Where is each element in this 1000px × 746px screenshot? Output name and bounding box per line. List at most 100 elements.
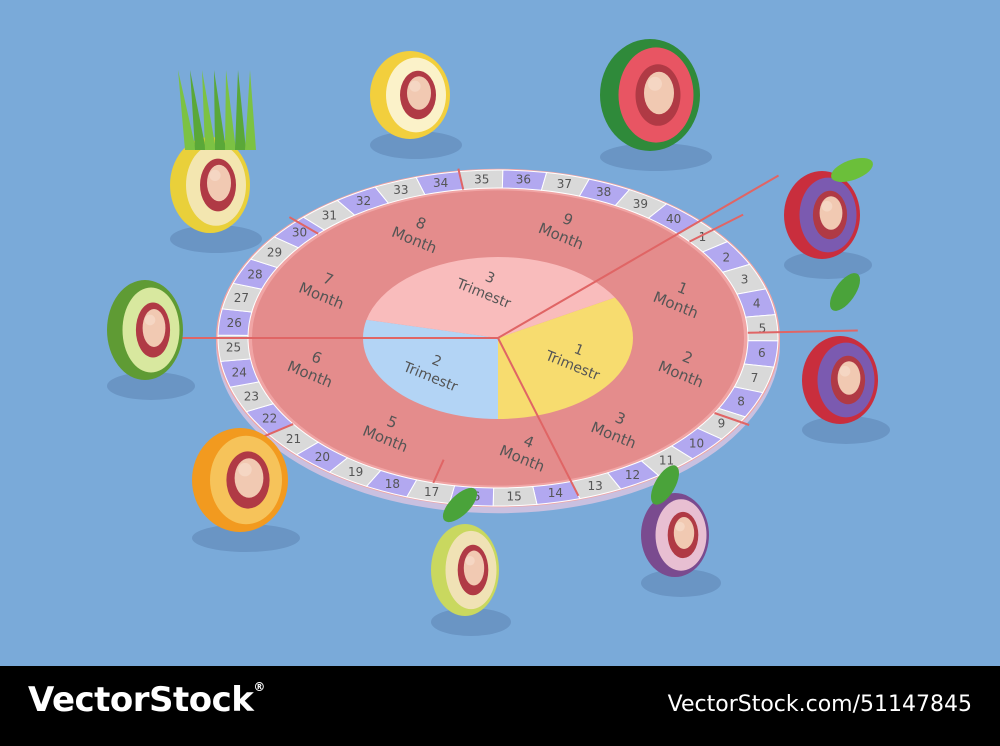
fruit-shadow <box>192 524 300 552</box>
week-label: 37 <box>557 177 572 191</box>
week-label: 39 <box>633 197 648 211</box>
orange-fruit <box>192 428 288 532</box>
week-label: 17 <box>424 485 439 499</box>
embryo-head <box>675 521 685 532</box>
week-label: 6 <box>758 346 766 360</box>
week-label: 4 <box>753 297 761 311</box>
trimester-1-sector <box>498 297 633 419</box>
week-label: 21 <box>286 432 301 446</box>
embryo-head <box>648 76 662 91</box>
week-label: 32 <box>356 194 371 208</box>
fruit-shadow <box>802 416 890 444</box>
registered-mark: ® <box>253 680 265 694</box>
week-label: 22 <box>262 412 277 426</box>
week-label: 38 <box>596 185 611 199</box>
week-label: 40 <box>666 212 681 226</box>
pineapple-fruit <box>170 137 250 233</box>
divider-line <box>497 174 780 339</box>
embryo-head <box>238 462 252 477</box>
week-label: 2 <box>723 250 731 264</box>
plum-fruit <box>641 493 709 577</box>
pineapple-crown <box>214 70 226 150</box>
pineapple-crown <box>225 70 236 150</box>
embryo <box>207 164 231 202</box>
trimester-2-sector <box>363 319 498 419</box>
fruits-layer <box>107 39 878 616</box>
week-label: 26 <box>227 316 242 330</box>
pineapple-crown <box>178 70 196 150</box>
fruit-shadow <box>170 225 262 253</box>
week-label: 20 <box>315 450 330 464</box>
embryo <box>234 458 264 498</box>
brand-text: VectorStock <box>28 680 254 720</box>
week-label: 28 <box>247 268 262 282</box>
pregnancy-wheel: 1234567891011121314151617181920212223242… <box>118 168 858 514</box>
week-label: 9 <box>718 416 726 430</box>
week-label: 33 <box>393 183 408 197</box>
pineapple-crown <box>245 70 256 150</box>
fruit-shadow <box>784 251 872 279</box>
cherry-fruit <box>802 336 878 424</box>
leaf-icon <box>442 487 478 523</box>
divider-line <box>689 213 744 243</box>
embryo-head <box>821 200 833 212</box>
fruit-shadow <box>431 608 511 636</box>
vectorstock-logo[interactable]: VectorStock® <box>28 680 265 720</box>
divider-line <box>497 337 580 497</box>
week-label: 35 <box>474 172 489 186</box>
pear-fruit <box>431 524 499 616</box>
embryo-head <box>144 314 156 326</box>
footer-bar: VectorStock® VectorStock.com/51147845 <box>0 666 1000 746</box>
embryo-head <box>409 80 421 92</box>
divider-line <box>714 412 750 426</box>
embryo <box>142 309 166 347</box>
embryo <box>819 196 843 230</box>
leaf-icon <box>651 465 679 505</box>
divider-line <box>432 459 445 484</box>
week-label: 8 <box>737 394 745 408</box>
week-label: 14 <box>548 486 563 500</box>
week-label: 13 <box>587 479 602 493</box>
pineapple-crown <box>202 70 216 150</box>
stock-id[interactable]: VectorStock.com/51147845 <box>667 692 972 717</box>
embryo-head <box>465 556 475 566</box>
week-label: 24 <box>232 365 247 379</box>
week-label: 7 <box>751 371 759 385</box>
fruit-shadow <box>370 131 462 159</box>
week-label: 3 <box>741 273 749 287</box>
embryo <box>673 517 695 549</box>
week-label: 30 <box>292 226 307 240</box>
week-label: 19 <box>348 465 363 479</box>
week-label: 31 <box>322 208 337 222</box>
divider-line <box>747 329 858 334</box>
fruit-shadow <box>600 143 712 171</box>
fruit-shadow <box>107 372 195 400</box>
embryo <box>463 550 485 586</box>
leaf-icon <box>829 273 861 311</box>
week-label: 15 <box>507 490 522 504</box>
trimester-3-sector <box>366 256 615 338</box>
cherry-fruit <box>784 171 860 259</box>
week-label: 29 <box>267 246 282 260</box>
week-label: 34 <box>433 176 448 190</box>
pineapple-crown <box>190 70 206 150</box>
week-label: 18 <box>385 477 400 491</box>
watermelon-fruit <box>600 39 700 151</box>
fruit-shadow <box>641 569 721 597</box>
week-label: 11 <box>659 454 674 468</box>
week-label: 36 <box>516 173 531 187</box>
avocado-fruit <box>107 280 183 380</box>
embryo-head <box>209 169 221 181</box>
fruit-shadows <box>107 131 890 636</box>
divider-line <box>457 168 465 190</box>
lemon-fruit <box>370 51 450 139</box>
week-label: 27 <box>234 291 249 305</box>
week-label: 10 <box>689 436 704 450</box>
embryo <box>837 361 861 395</box>
week-label: 23 <box>244 389 259 403</box>
divider-line <box>288 216 319 235</box>
embryo <box>407 76 431 110</box>
week-label: 25 <box>226 341 241 355</box>
leaf-icon <box>831 157 873 183</box>
